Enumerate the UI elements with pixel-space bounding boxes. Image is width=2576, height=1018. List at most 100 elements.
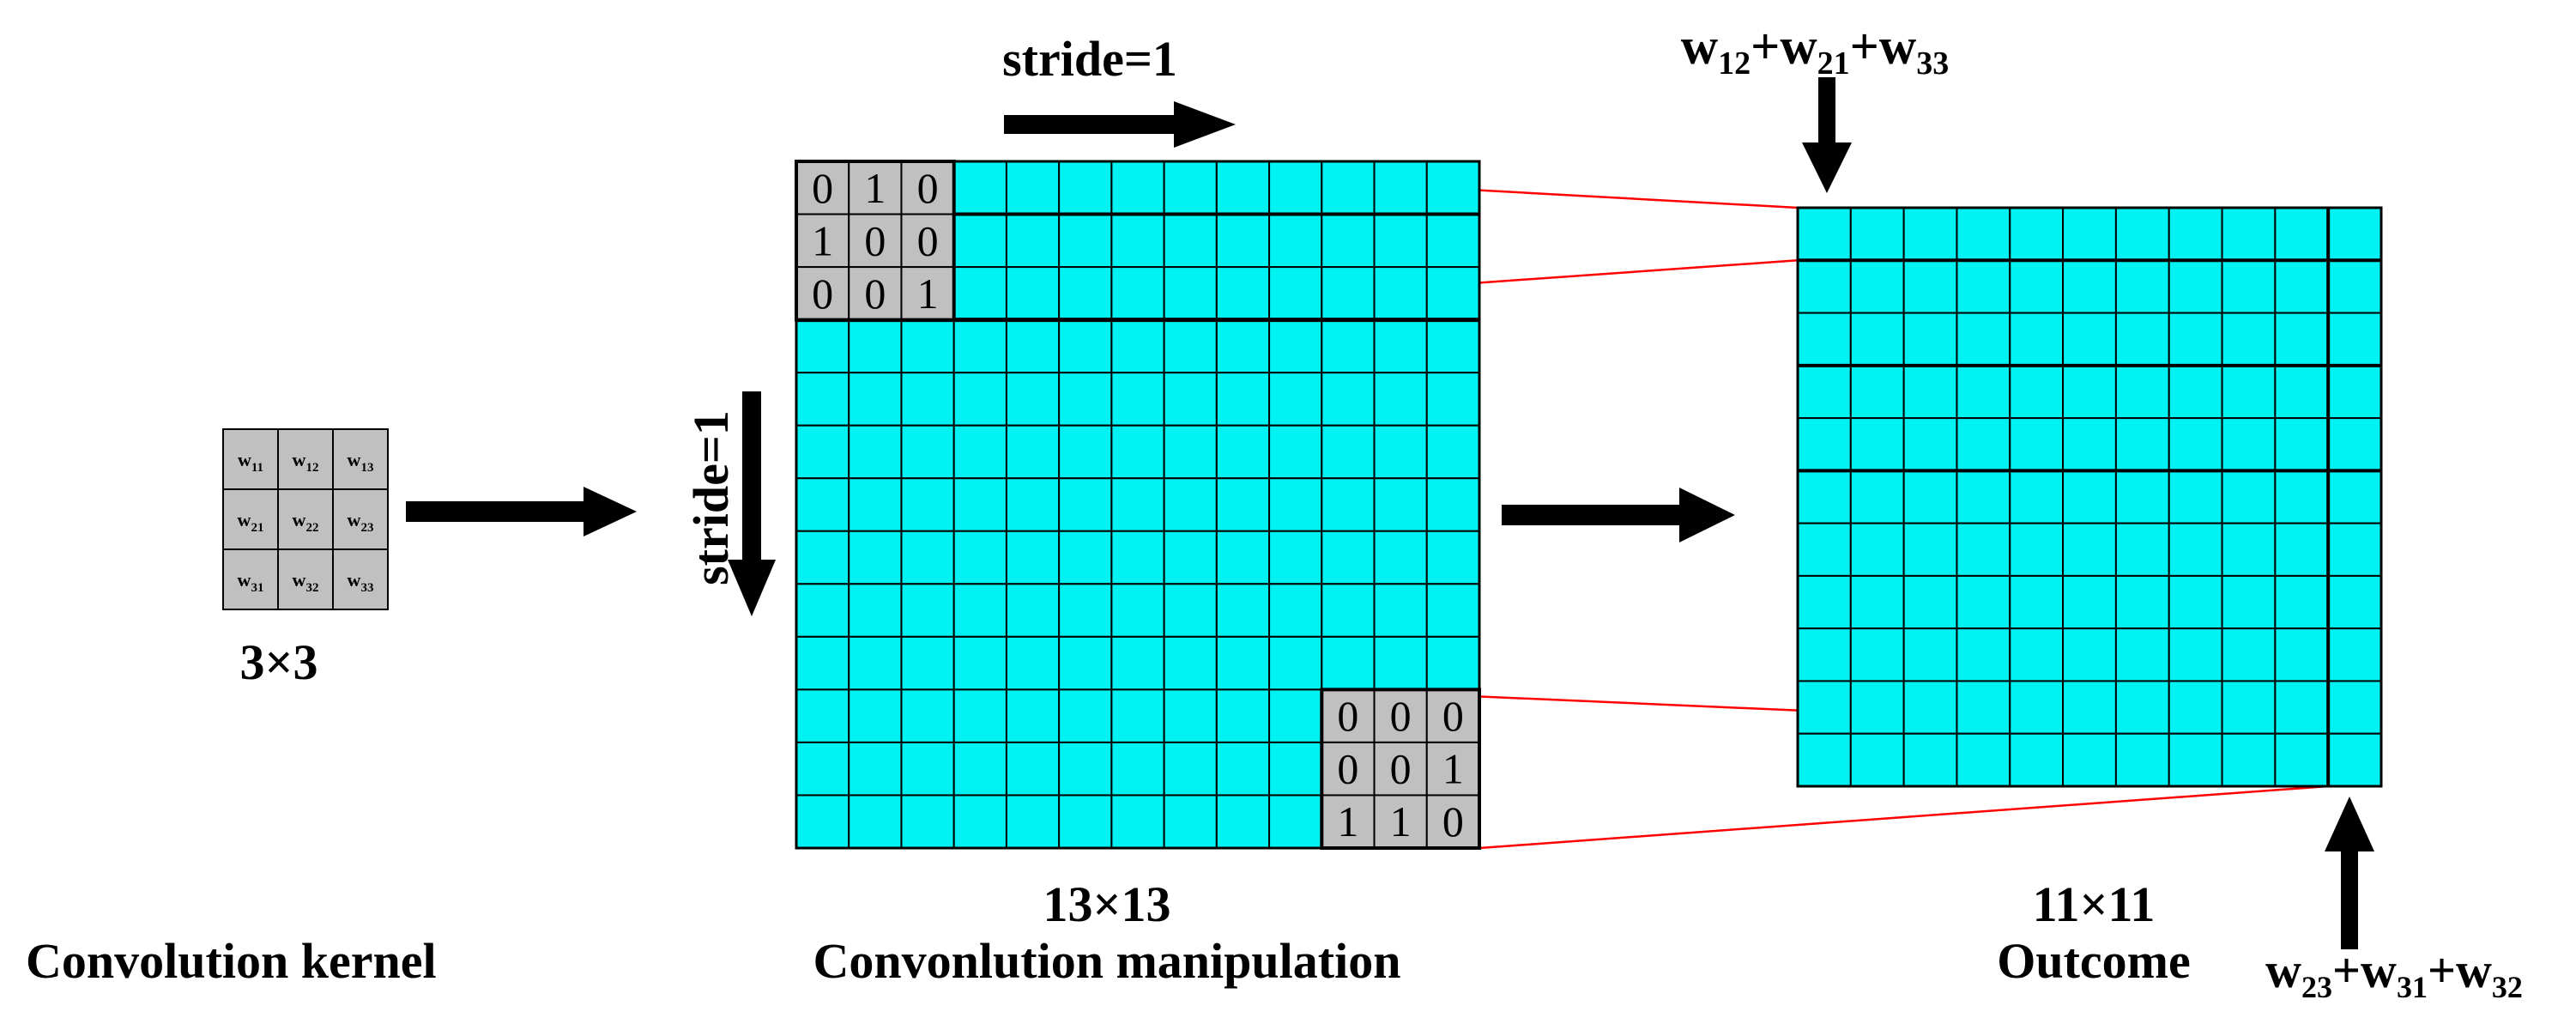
output-cell: [2062, 680, 2117, 735]
output-cell: [2114, 522, 2170, 577]
arrow-kernel-to-input-icon: [406, 487, 637, 536]
output-cell: [2114, 364, 2170, 420]
output-cell: [2062, 627, 2117, 682]
input-cell: [1321, 583, 1376, 638]
input-cell: [952, 688, 1007, 743]
input-cell: [795, 794, 850, 850]
input-cell: [1163, 266, 1218, 321]
input-cell: [1058, 424, 1113, 480]
input-cell: [1215, 688, 1271, 743]
input-cell: [1425, 424, 1481, 480]
output-cell: [2168, 627, 2223, 682]
kernel-weight: w11: [238, 449, 263, 475]
output-cell: [1902, 680, 1958, 735]
input-cell: [1005, 477, 1061, 532]
window-cell: [1425, 794, 1481, 850]
input-cell: [795, 477, 850, 532]
output-cell: [2009, 680, 2065, 735]
input-cell: [1373, 583, 1428, 638]
output-cell: [1797, 732, 1852, 788]
kernel-cell: [332, 428, 389, 490]
arrow-top-formula-icon: [1802, 77, 1852, 193]
window-value: 0: [1337, 692, 1358, 740]
input-cell: [1268, 583, 1323, 638]
input-cell: [848, 794, 903, 850]
input-cell: [1110, 372, 1165, 427]
input-cell: [1005, 635, 1061, 691]
input-cell: [1058, 530, 1113, 585]
input-cell: [1110, 741, 1165, 797]
input-cell: [1005, 583, 1061, 638]
input-cell: [1058, 794, 1113, 850]
input-cell: [848, 635, 903, 691]
input-cell: [1163, 583, 1218, 638]
output-cell: [1902, 207, 1958, 262]
input-cell: [1058, 583, 1113, 638]
output-cell: [2009, 574, 2065, 630]
output-cell: [1849, 680, 1905, 735]
output-cell: [1956, 259, 2011, 314]
output-cell: [1956, 574, 2011, 630]
output-cell: [2062, 417, 2117, 472]
window-value: 1: [917, 270, 939, 318]
output-cell: [2114, 207, 2170, 262]
input-cell: [1110, 688, 1165, 743]
window-value: 1: [1442, 745, 1464, 793]
input-cell: [1215, 477, 1271, 532]
output-cell: [2274, 680, 2330, 735]
output-cell: [1956, 522, 2011, 577]
input-cell: [1268, 530, 1323, 585]
input-cell: [1005, 318, 1061, 374]
output-cell: [2274, 470, 2330, 524]
input-cell: [952, 424, 1007, 480]
kernel-cell: [277, 548, 334, 610]
input-cell: [1110, 635, 1165, 691]
input-cell: [1163, 635, 1218, 691]
input-cell: [1373, 372, 1428, 427]
input-cell: [1110, 530, 1165, 585]
input-cell: [1110, 583, 1165, 638]
input-cell: [1058, 477, 1113, 532]
input-cell: [1215, 424, 1271, 480]
output-cell: [2009, 417, 2065, 472]
output-cell: [2327, 312, 2383, 367]
input-cell: [900, 794, 955, 850]
output-cell: [1797, 680, 1852, 735]
input-cell: [1058, 266, 1113, 321]
kernel-weight: w31: [238, 569, 264, 595]
input-cell: [795, 635, 850, 691]
output-cell: [2274, 417, 2330, 472]
output-cell: [2221, 522, 2277, 577]
output-cell: [1956, 417, 2011, 472]
input-cell: [1268, 741, 1323, 797]
window-value: 0: [917, 216, 939, 264]
output-cell: [2221, 680, 2277, 735]
input-cell: [795, 530, 850, 585]
input-cell: [1268, 318, 1323, 374]
stride-horizontal-label: stride=1: [1002, 31, 1177, 87]
input-cell: [1321, 530, 1376, 585]
output-cell: [1797, 364, 1852, 420]
output-cell: [2274, 522, 2330, 577]
input-cell: [1163, 741, 1218, 797]
output-cell: [2114, 680, 2170, 735]
window-cell: [900, 161, 955, 215]
output-cell: [1797, 470, 1852, 524]
top-formula: w12+w21+w33: [1681, 18, 1949, 82]
input-cell: [1163, 688, 1218, 743]
kernel-size-label: 3×3: [239, 634, 318, 690]
kernel-cell: [332, 488, 389, 550]
input-cell: [1058, 635, 1113, 691]
output-cell: [2114, 470, 2170, 524]
input-cell: [1163, 213, 1218, 269]
input-cell: [952, 372, 1007, 427]
input-cell: [1321, 318, 1376, 374]
input-cell: [1321, 372, 1376, 427]
input-cell: [952, 530, 1007, 585]
input-cell: [1425, 372, 1481, 427]
input-cell: [952, 794, 1007, 850]
input-cell: [795, 318, 850, 374]
output-cell: [2062, 470, 2117, 524]
input-cell: [1373, 318, 1428, 374]
input-cell: [1058, 161, 1113, 215]
